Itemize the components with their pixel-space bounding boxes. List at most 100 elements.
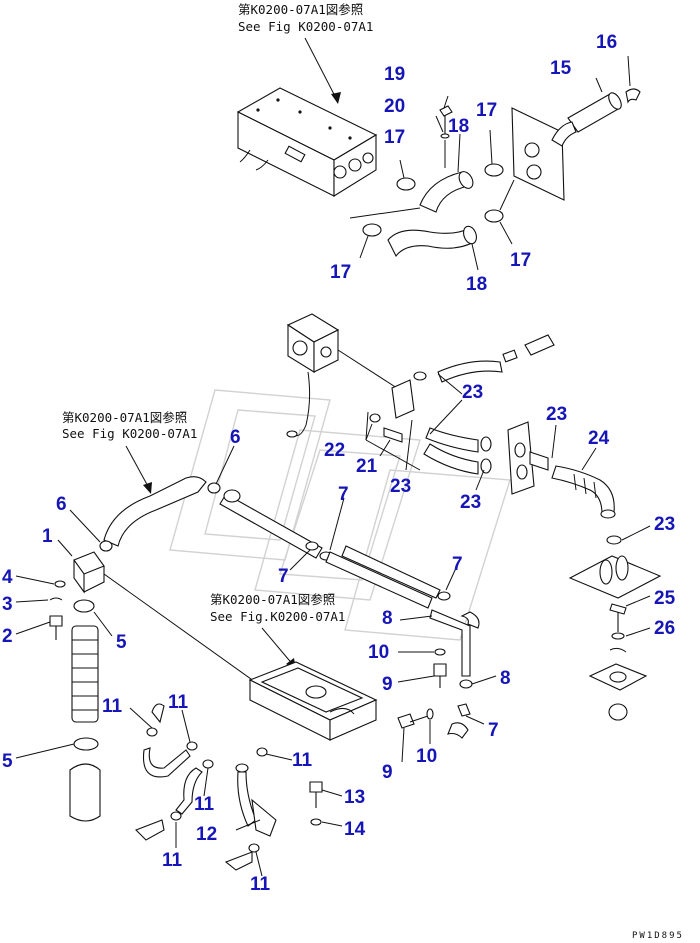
washer-10-a	[434, 648, 446, 656]
hose-23-mid	[425, 427, 479, 453]
clip-12	[251, 798, 277, 837]
bellows-hose	[71, 625, 99, 723]
hose-11-b	[175, 767, 203, 815]
clamp-5-b	[73, 737, 99, 751]
callout-10-a: 10	[368, 642, 389, 663]
bolt-13	[309, 781, 323, 808]
clamp-17-a	[396, 177, 416, 191]
clamp-17-b	[484, 163, 504, 177]
clamp-5-a	[73, 599, 95, 613]
middle-assembly	[286, 313, 662, 721]
washer-26	[611, 632, 625, 640]
hose-24	[551, 465, 615, 515]
ref-top-en: See Fig K0200-07A1	[238, 19, 373, 34]
ref-tray-jp: 第K0200-07A1図参照	[210, 592, 335, 607]
callout-22: 22	[324, 440, 345, 461]
clamp-8	[459, 679, 473, 689]
clamp-23-right	[606, 535, 622, 545]
callout-26: 26	[654, 618, 675, 639]
ref-left-jp: 第K0200-07A1図参照	[62, 410, 187, 425]
bracket-plate-right	[507, 421, 535, 495]
pipe-lower	[325, 551, 433, 609]
clamp-17-c	[362, 223, 382, 237]
clamp-11-b	[186, 741, 198, 751]
callout-11-d: 11	[194, 794, 215, 815]
callout-11-a: 11	[102, 696, 123, 717]
callout-18-a: 18	[448, 116, 469, 137]
bolt-21	[383, 427, 403, 443]
mount-plate	[568, 555, 662, 599]
callout-8-a: 8	[382, 608, 393, 629]
callout-24: 24	[588, 428, 610, 449]
nozzle-11-d	[135, 819, 165, 841]
callout-17-b: 17	[476, 100, 497, 121]
callout-19: 19	[384, 64, 405, 85]
callout-7-b: 7	[278, 566, 289, 587]
grommet	[524, 334, 555, 356]
lower-assembly: 第K0200-07A1図参照 See Fig K0200-07A1	[15, 410, 497, 877]
hose-18-lower	[387, 227, 475, 258]
callout-18-b: 18	[466, 274, 487, 295]
pipe-right	[341, 545, 441, 599]
washer-14	[310, 818, 322, 826]
callout-2: 2	[2, 626, 13, 647]
callout-12: 12	[196, 824, 217, 845]
hose-23-lower	[423, 443, 479, 475]
callout-14: 14	[344, 819, 366, 840]
callout-11-f: 11	[250, 874, 271, 895]
callout-11-e: 11	[162, 850, 183, 871]
tray	[248, 661, 378, 741]
callout-8-b: 8	[500, 668, 511, 689]
callout-13: 13	[344, 787, 365, 808]
clamp-11-e	[256, 747, 268, 757]
bolt-25	[609, 603, 627, 632]
callout-16: 16	[596, 32, 617, 53]
washer-3	[49, 597, 63, 601]
valve-body	[286, 313, 340, 373]
callout-23-e: 23	[654, 514, 675, 535]
callout-17-c: 17	[330, 262, 351, 283]
clamp-7-d	[447, 722, 469, 739]
bracket-plate-mid	[391, 379, 415, 419]
washer-20	[440, 133, 450, 139]
callout-23-b: 23	[546, 404, 567, 425]
callout-9-b: 9	[382, 762, 393, 783]
ref-left-en: See Fig K0200-07A1	[62, 426, 197, 441]
clamp-11-f	[248, 843, 260, 853]
callout-20: 20	[384, 96, 405, 117]
hose-12	[237, 771, 257, 827]
callout-17-d: 17	[510, 250, 531, 271]
callout-7-c: 7	[452, 554, 463, 575]
hose-11-a	[142, 747, 191, 778]
callout-5-a: 5	[116, 632, 127, 653]
nozzle-11-f	[224, 851, 253, 871]
callout-17-a: 17	[384, 127, 405, 148]
clamp-11-d	[170, 811, 182, 821]
nozzle-11-a	[151, 703, 165, 724]
washer-22	[369, 413, 381, 423]
callout-23-a: 23	[462, 382, 483, 403]
callout-23-d: 23	[460, 492, 481, 513]
duct-hose-left	[103, 476, 207, 547]
callout-11-c: 11	[292, 750, 313, 771]
callout-5-b: 5	[2, 751, 13, 772]
pipe-upper	[219, 493, 323, 559]
callout-15: 15	[550, 58, 572, 79]
washer-10-b	[426, 708, 434, 720]
duct-box-1	[73, 551, 105, 594]
clamp-6-a	[99, 540, 113, 552]
clamp-11-a	[146, 727, 158, 737]
bolt-2	[49, 615, 63, 640]
clamp-7-b	[305, 541, 319, 551]
ref-top-jp: 第K0200-07A1図参照	[238, 2, 363, 17]
figure-code: PW1D895	[632, 931, 684, 941]
heater-unit	[236, 87, 378, 197]
callout-3: 3	[2, 594, 13, 615]
ref-tray-en: See Fig.K0200-07A1	[210, 609, 345, 624]
bolt-9-a	[433, 663, 447, 688]
top-assembly: 第K0200-07A1図参照 See Fig K0200-07A1	[236, 2, 641, 271]
outlet-nozzle	[69, 763, 101, 822]
pipe-8	[429, 609, 471, 677]
callout-21: 21	[356, 456, 378, 477]
